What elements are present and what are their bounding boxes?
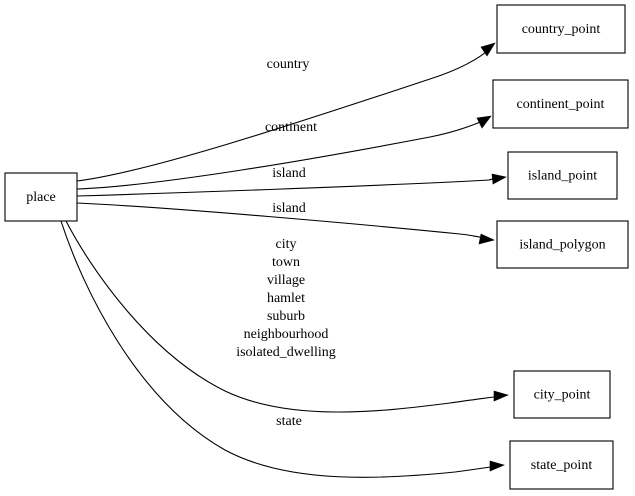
edge-place-island_polygon-arrowhead-icon	[478, 233, 495, 245]
node-state_point-box[interactable]	[509, 440, 614, 490]
node-island_point-box[interactable]	[507, 151, 618, 200]
node-state_point[interactable]: state_point	[509, 440, 614, 490]
edge-place-city_point-label-2: village	[267, 273, 305, 288]
nodes-layer: place country_point continent_point island_…	[4, 4, 629, 490]
node-city_point-box[interactable]	[513, 370, 611, 419]
node-city_point-label: city_point	[534, 388, 591, 403]
node-continent_point-label: continent_point	[517, 97, 605, 112]
edge-place-island_polygon-line	[76, 202, 488, 239]
edge-place-country_point-arrowhead-icon	[480, 42, 496, 57]
edge-place-country_point	[76, 42, 496, 182]
edge-place-state_point-label-group: state	[276, 414, 302, 429]
node-island_polygon-box[interactable]	[496, 220, 629, 269]
edge-place-state_point-label-0: state	[276, 414, 302, 429]
edge-place-city_point-line	[65, 220, 502, 413]
edge-place-island_point	[76, 173, 507, 197]
edge-place-city_point-label-6: isolated_dwelling	[236, 345, 336, 360]
node-island_point-label: island_point	[528, 169, 597, 184]
edge-place-continent_point-label-group: continent	[265, 120, 317, 135]
edge-place-island_polygon-label-0: island	[272, 201, 305, 216]
edge-place-state_point-line	[60, 220, 498, 478]
edge-place-island_point-label-0: island	[272, 166, 305, 181]
node-island_polygon[interactable]: island_polygon	[496, 220, 629, 269]
node-island_polygon-label: island_polygon	[519, 238, 605, 253]
edge-place-city_point-label-4: suburb	[267, 309, 305, 324]
edge-place-country_point-line	[76, 46, 493, 182]
node-state_point-label: state_point	[531, 458, 593, 473]
edge-place-country_point-label-group: country	[267, 57, 310, 72]
edges-layer	[60, 42, 509, 478]
node-country_point-box[interactable]	[496, 4, 626, 54]
node-city_point[interactable]: city_point	[513, 370, 611, 419]
edge-place-continent_point-arrowhead-icon	[476, 115, 492, 129]
edge-place-city_point	[65, 220, 509, 413]
edge-place-city_point-label-5: neighbourhood	[244, 327, 329, 342]
edge-place-island_point-label-group: island	[272, 166, 305, 181]
edge-place-island_polygon-label-group: island	[272, 201, 305, 216]
node-place-label: place	[26, 190, 56, 205]
node-continent_point[interactable]: continent_point	[492, 79, 629, 129]
edge-place-continent_point-line	[76, 118, 488, 190]
edge-place-continent_point	[76, 115, 492, 190]
edge-place-state_point-arrowhead-icon	[489, 460, 505, 472]
node-country_point-label: country_point	[522, 22, 601, 37]
edge-place-city_point-label-0: city	[276, 237, 297, 252]
edge-labels-layer: country continent island island city town vill…	[236, 57, 336, 429]
node-place[interactable]: place	[4, 172, 78, 222]
edge-place-island_point-arrowhead-icon	[491, 173, 507, 185]
edge-place-state_point	[60, 220, 505, 478]
edge-place-country_point-label-0: country	[267, 57, 310, 72]
edge-place-city_point-label-1: town	[272, 255, 300, 270]
node-continent_point-box[interactable]	[492, 79, 629, 129]
node-island_point[interactable]: island_point	[507, 151, 618, 200]
edge-place-city_point-arrowhead-icon	[493, 390, 509, 402]
edge-place-city_point-label-3: hamlet	[267, 291, 305, 306]
node-place-box[interactable]	[4, 172, 78, 222]
edge-place-continent_point-label-0: continent	[265, 120, 317, 135]
edge-place-island_polygon	[76, 202, 495, 245]
edge-place-city_point-label-group: city town village hamlet suburb neighbourhood…	[236, 237, 336, 360]
node-country_point[interactable]: country_point	[496, 4, 626, 54]
